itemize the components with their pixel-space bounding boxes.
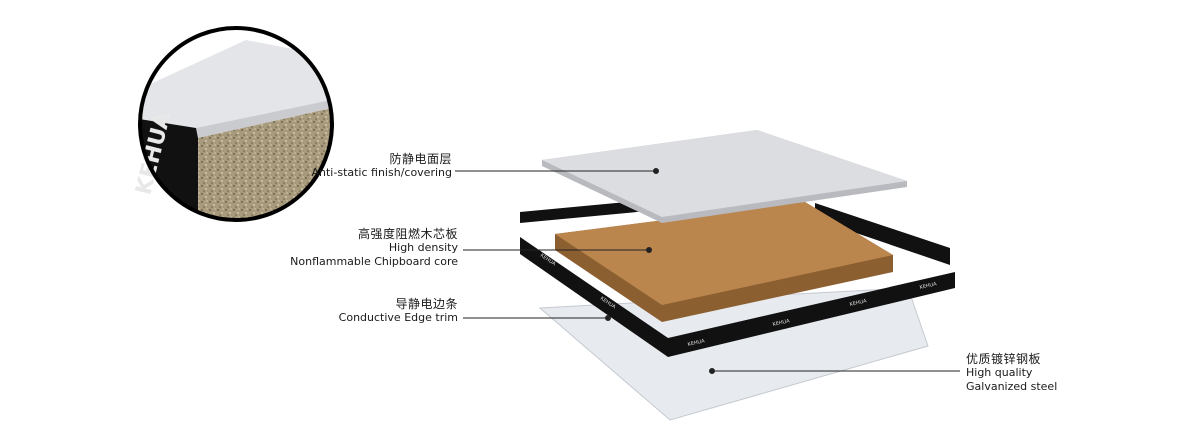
svg-text:KEHUA: KEHUA [849,298,868,308]
label-finish: 防静电面层 Anti-static finish/covering [312,152,453,180]
label-trim: 导静电边条 Conductive Edge trim [339,297,458,325]
anti-static-finish-panel [542,130,907,223]
svg-text:KEHUA: KEHUA [772,318,791,328]
label-finish-en: Anti-static finish/covering [311,166,453,179]
svg-text:KEHUA: KEHUA [687,338,706,348]
label-trim-zh: 导静电边条 [395,297,458,311]
label-core-en2: Nonflammable Chipboard core [290,255,458,268]
svg-text:KEHUA: KEHUA [919,281,938,291]
label-core-zh: 高强度阻燃木芯板 [357,227,458,241]
label-trim-en: Conductive Edge trim [338,311,458,324]
label-finish-zh: 防静电面层 [389,152,452,166]
magnified-inset: KEHUA [132,26,334,222]
label-steel: 优质镀锌钢板 High quality Galvanized steel [966,352,1057,394]
chipboard-core [555,202,893,322]
label-steel-en2: Galvanized steel [966,380,1058,393]
inset-finish-surface [140,40,332,128]
leader-lines [455,168,960,374]
label-steel-en1: High quality [966,366,1033,379]
label-steel-zh: 优质镀锌钢板 [966,352,1042,366]
label-core: 高强度阻燃木芯板 High density Nonflammable Chipb… [290,227,458,269]
label-core-en1: High density [388,241,458,254]
